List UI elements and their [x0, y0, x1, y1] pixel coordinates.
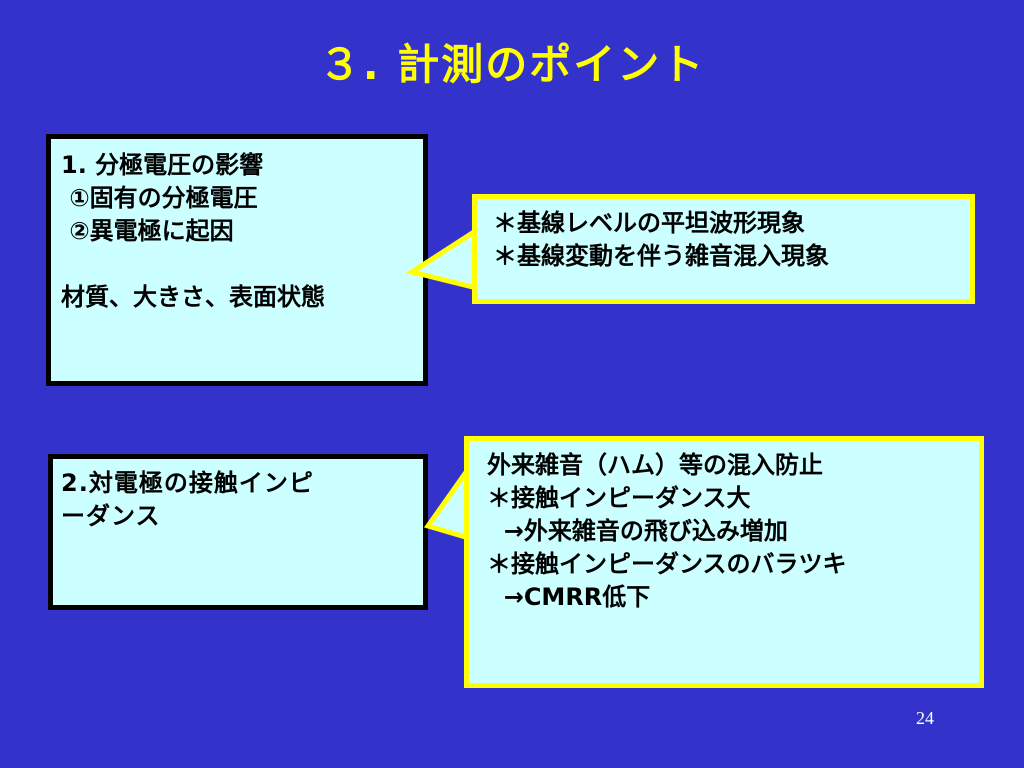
contact-impedance-box: 2.対電極の接触インピ ーダンス — [48, 454, 428, 610]
box1-line: 1. 分極電圧の影響 — [61, 151, 264, 179]
box1-line: 材質、大きさ、表面状態 — [61, 283, 325, 312]
box1-line: ②異電極に起因 — [61, 217, 234, 246]
callout2-line: →外来雑音の飛び込み増加 — [487, 517, 788, 546]
callout2-line: →CMRR低下 — [487, 583, 651, 612]
callout2-line: ＊接触インピーダンスのバラツキ — [487, 550, 847, 579]
callout2-line: 外来雑音（ハム）等の混入防止 — [487, 451, 823, 479]
baseline-phenomena-callout: ＊基線レベルの平坦波形現象 ＊基線変動を伴う雑音混入現象 — [472, 194, 975, 304]
polarization-voltage-box: 1. 分極電圧の影響 ①固有の分極電圧 ②異電極に起因 ​ 材質、大きさ、表面状… — [46, 134, 428, 386]
slide-title: ３. 計測のポイント — [318, 40, 706, 89]
page-number: 24 — [916, 708, 934, 728]
callout1-tail — [405, 225, 480, 292]
noise-prevention-callout: 外来雑音（ハム）等の混入防止 ＊接触インピーダンス大 →外来雑音の飛び込み増加 … — [464, 436, 984, 688]
callout2-tail — [423, 460, 472, 542]
box1-line: ①固有の分極電圧 — [61, 184, 258, 213]
box2-line: 2.対電極の接触インピ — [61, 469, 314, 497]
box2-line: ーダンス — [61, 502, 161, 531]
callout2-line: ＊接触インピーダンス大 — [487, 484, 751, 513]
callout1-line: ＊基線変動を伴う雑音混入現象 — [493, 242, 829, 271]
callout1-line: ＊基線レベルの平坦波形現象 — [493, 209, 805, 237]
